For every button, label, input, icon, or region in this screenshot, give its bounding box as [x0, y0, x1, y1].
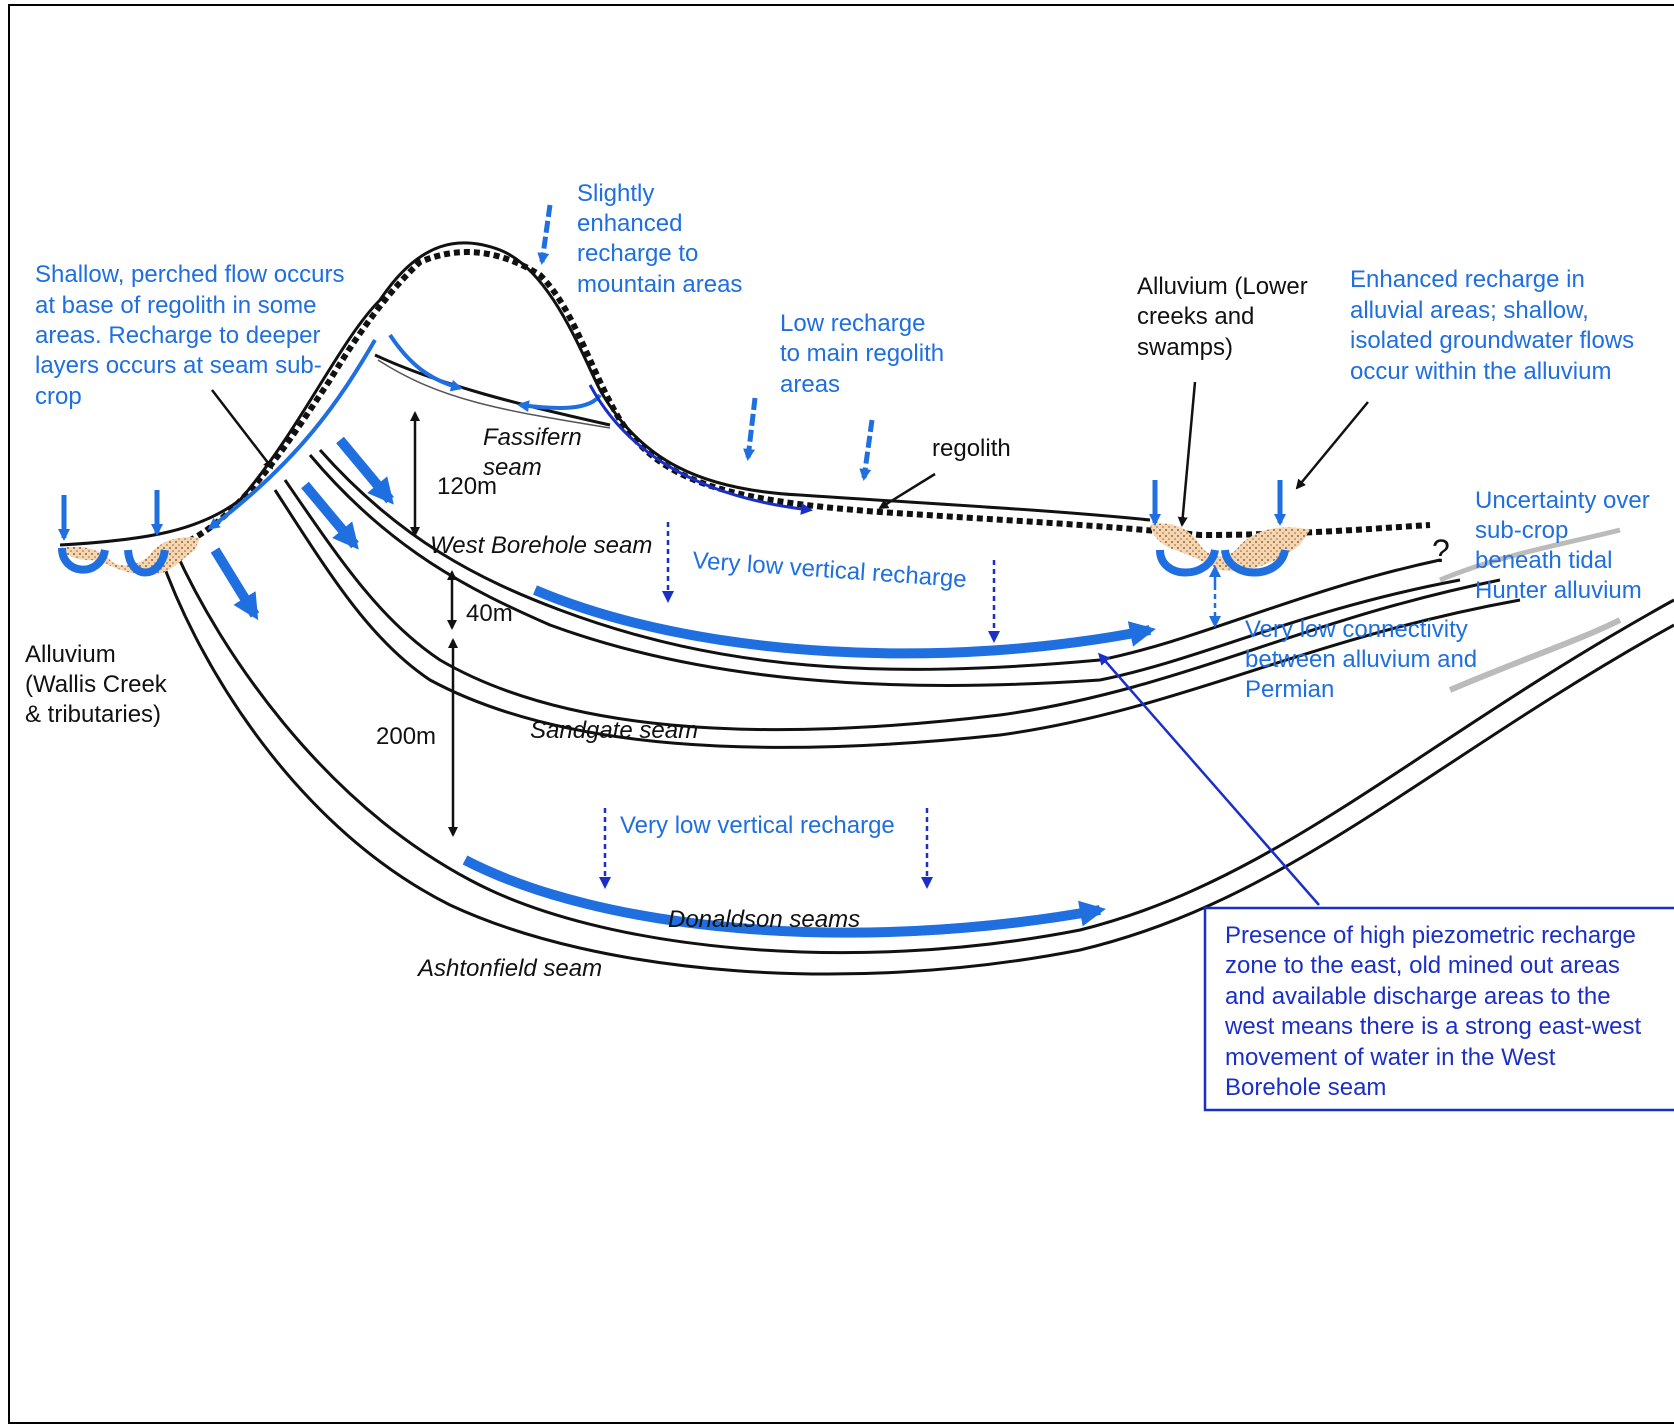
- piezometric-callout-text: Presence of high piezometric recharge zo…: [1224, 922, 1648, 1101]
- donaldson-seams-label: Donaldson seams: [668, 906, 860, 933]
- question-mark: ?: [1432, 533, 1450, 569]
- uncertainty-label: Uncertainty over sub-crop beneath tidal …: [1475, 487, 1656, 604]
- vertical-recharge-label-upper: Very low vertical recharge: [692, 547, 968, 593]
- dimension-200m-label: 200m: [376, 723, 436, 750]
- vertical-recharge-label-lower: Very low vertical recharge: [620, 812, 895, 839]
- ashtonfield-seam-label: Ashtonfield seam: [416, 955, 602, 982]
- surface-recharge-arrows: [58, 204, 1286, 541]
- seam-lines: [158, 353, 1674, 976]
- deep-recharge-arrows: [210, 436, 394, 621]
- fassifern-seam-label: Fassifern seam: [483, 424, 588, 481]
- connectivity-label: Very low connectivity between alluvium a…: [1245, 616, 1484, 703]
- alluvium-lower-label: Alluvium (Lower creeks and swamps): [1137, 273, 1314, 361]
- perched-flow-arrows: [207, 333, 813, 530]
- alluvium-wallis-label: Alluvium (Wallis Creek & tributaries): [25, 641, 173, 728]
- alluvium-deposits: [60, 523, 1310, 575]
- dimension-40m-label: 40m: [466, 600, 513, 627]
- sandgate-seam-label: Sandgate seam: [530, 717, 698, 744]
- seam-flow-arrows: [462, 585, 1156, 938]
- low-recharge-label: Low recharge to main regolith areas: [780, 310, 951, 398]
- perched-flow-label: Shallow, perched flow occurs at base of …: [35, 261, 351, 410]
- dimension-120m-label: 120m: [437, 473, 497, 500]
- vertical-recharge-arrows: [599, 522, 1221, 889]
- callout-box: [1203, 906, 1674, 1112]
- dimension-arrows: [410, 411, 458, 837]
- creek-channels: [58, 547, 1289, 577]
- mountain-recharge-label: Slightly enhanced recharge to mountain a…: [577, 180, 742, 298]
- pointer-lines: [211, 381, 1369, 906]
- west-borehole-seam-label: West Borehole seam: [430, 532, 652, 559]
- regolith-label: regolith: [932, 435, 1011, 462]
- enhanced-recharge-label: Enhanced recharge in alluvial areas; sha…: [1350, 266, 1641, 385]
